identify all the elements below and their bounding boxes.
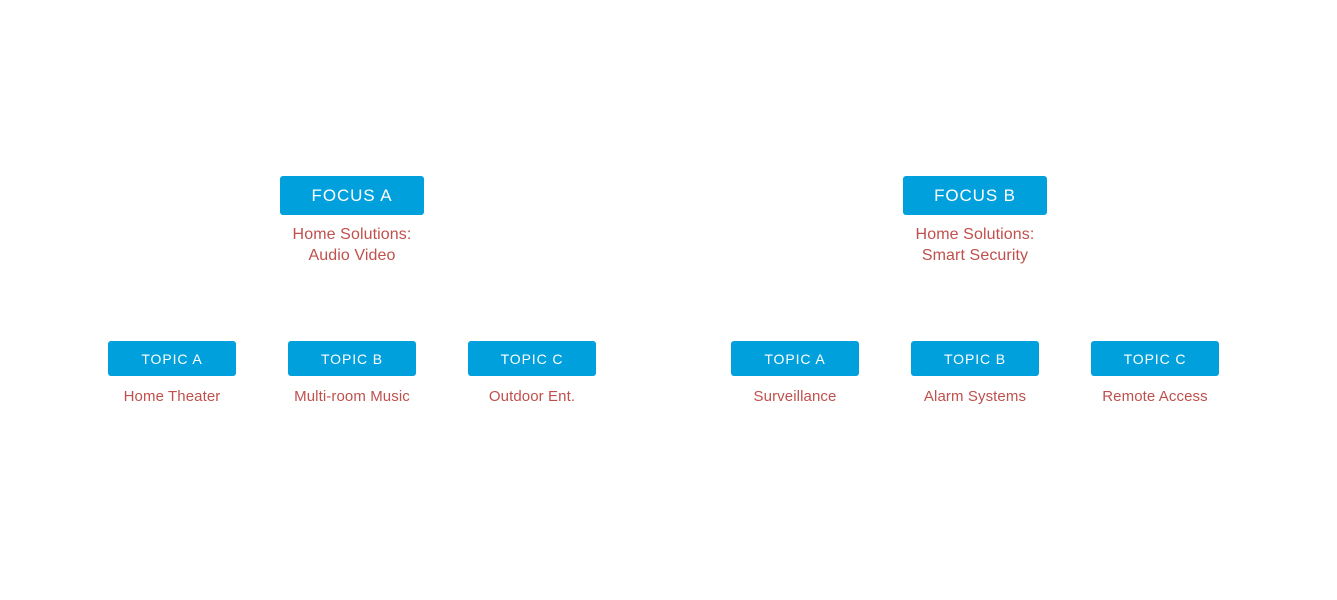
topic-node-b2[interactable]: TOPIC B Alarm Systems xyxy=(911,341,1039,407)
focus-node-b[interactable]: FOCUS B Home Solutions: Smart Security xyxy=(903,176,1047,266)
focus-b-chip[interactable]: FOCUS B xyxy=(903,176,1047,215)
topic-a3-caption: Outdoor Ent. xyxy=(488,388,576,405)
topic-node-a2[interactable]: TOPIC B Multi-room Music xyxy=(288,341,416,407)
topic-a2-caption: Multi-room Music xyxy=(294,388,410,405)
topic-node-b3[interactable]: TOPIC C Remote Access xyxy=(1091,341,1219,407)
topic-a1-chip[interactable]: TOPIC A xyxy=(108,341,236,376)
topic-b1-chip[interactable]: TOPIC A xyxy=(731,341,859,376)
topic-b3-caption: Remote Access xyxy=(1102,388,1208,405)
topic-b1-caption: Surveillance xyxy=(753,388,837,405)
topic-a1-caption: Home Theater xyxy=(123,388,221,405)
focus-a-caption: Home Solutions: Audio Video xyxy=(292,226,412,264)
topic-b3-chip[interactable]: TOPIC C xyxy=(1091,341,1219,376)
focus-node-a[interactable]: FOCUS A Home Solutions: Audio Video xyxy=(280,176,424,266)
topic-b2-chip[interactable]: TOPIC B xyxy=(911,341,1039,376)
topic-node-a1[interactable]: TOPIC A Home Theater xyxy=(108,341,236,407)
topic-a3-chip[interactable]: TOPIC C xyxy=(468,341,596,376)
topic-a2-chip[interactable]: TOPIC B xyxy=(288,341,416,376)
focus-b-caption: Home Solutions: Smart Security xyxy=(915,226,1035,264)
topic-node-a3[interactable]: TOPIC C Outdoor Ent. xyxy=(468,341,596,407)
focus-a-chip[interactable]: FOCUS A xyxy=(280,176,424,215)
topic-b2-caption: Alarm Systems xyxy=(923,388,1027,405)
topic-node-b1[interactable]: TOPIC A Surveillance xyxy=(731,341,859,407)
